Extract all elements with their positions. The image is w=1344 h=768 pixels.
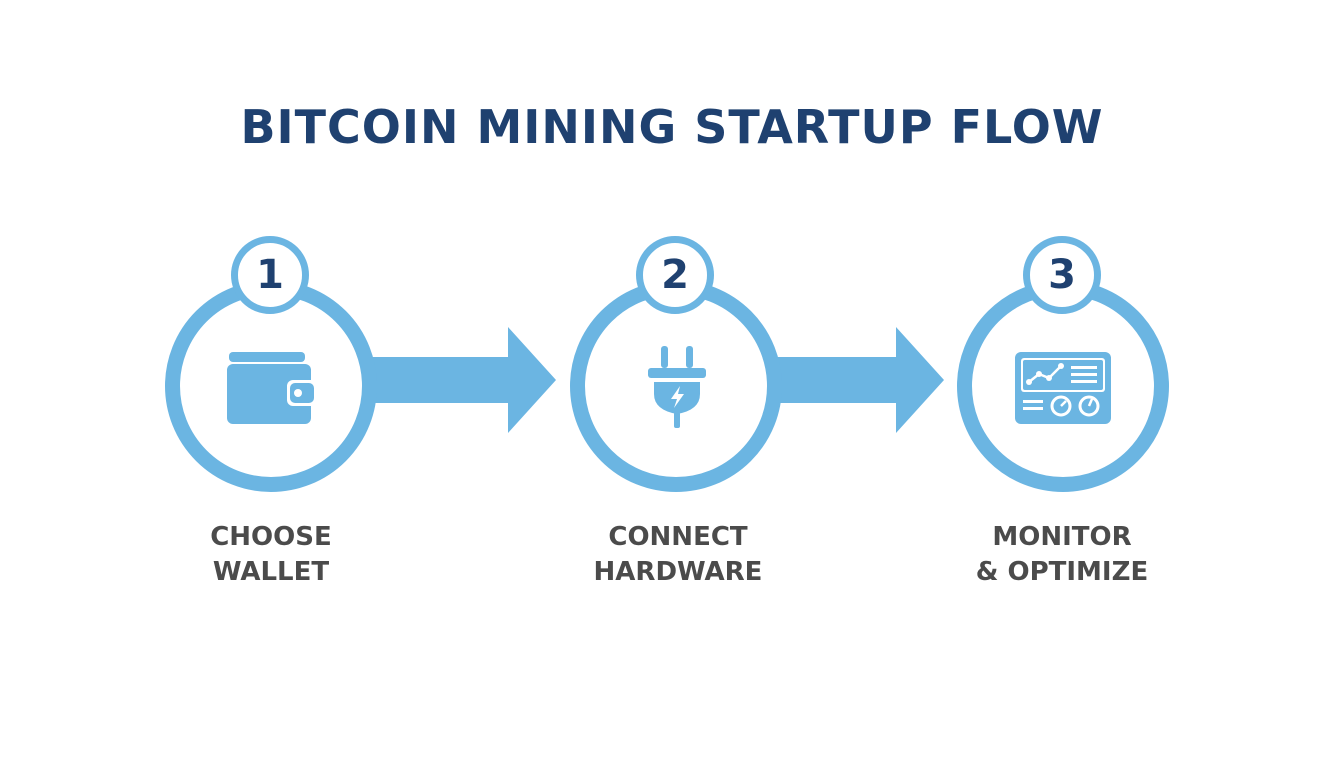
step-3-label-line-1: MONITOR	[992, 522, 1132, 552]
diagram-title: BITCOIN MINING STARTUP FLOW	[240, 100, 1104, 154]
step-3: 3	[957, 236, 1169, 492]
step-3-number-badge: 3	[1023, 236, 1101, 314]
step-2-number-badge: 2	[636, 236, 714, 314]
step-2: 2	[570, 236, 782, 492]
step-1: 1	[165, 236, 377, 492]
step-2-label: CONNECT HARDWARE	[548, 520, 808, 590]
step-1-label-line-1: CHOOSE	[210, 522, 332, 552]
step-2-label-line-1: CONNECT	[608, 522, 748, 552]
step-2-label-line-2: HARDWARE	[593, 557, 763, 587]
dashboard-monitor-icon	[1015, 352, 1111, 424]
flow-arrow-2-to-3	[770, 327, 944, 433]
step-1-label-line-2: WALLET	[212, 557, 330, 587]
step-1-label: CHOOSE WALLET	[141, 520, 401, 590]
step-3-label: MONITOR & OPTIMIZE	[932, 520, 1192, 590]
power-plug-icon	[648, 346, 706, 428]
step-1-number-badge: 1	[231, 236, 309, 314]
wallet-icon	[227, 352, 317, 424]
flow-arrow-1-to-2	[368, 327, 556, 433]
step-3-label-line-2: & OPTIMIZE	[975, 557, 1149, 587]
